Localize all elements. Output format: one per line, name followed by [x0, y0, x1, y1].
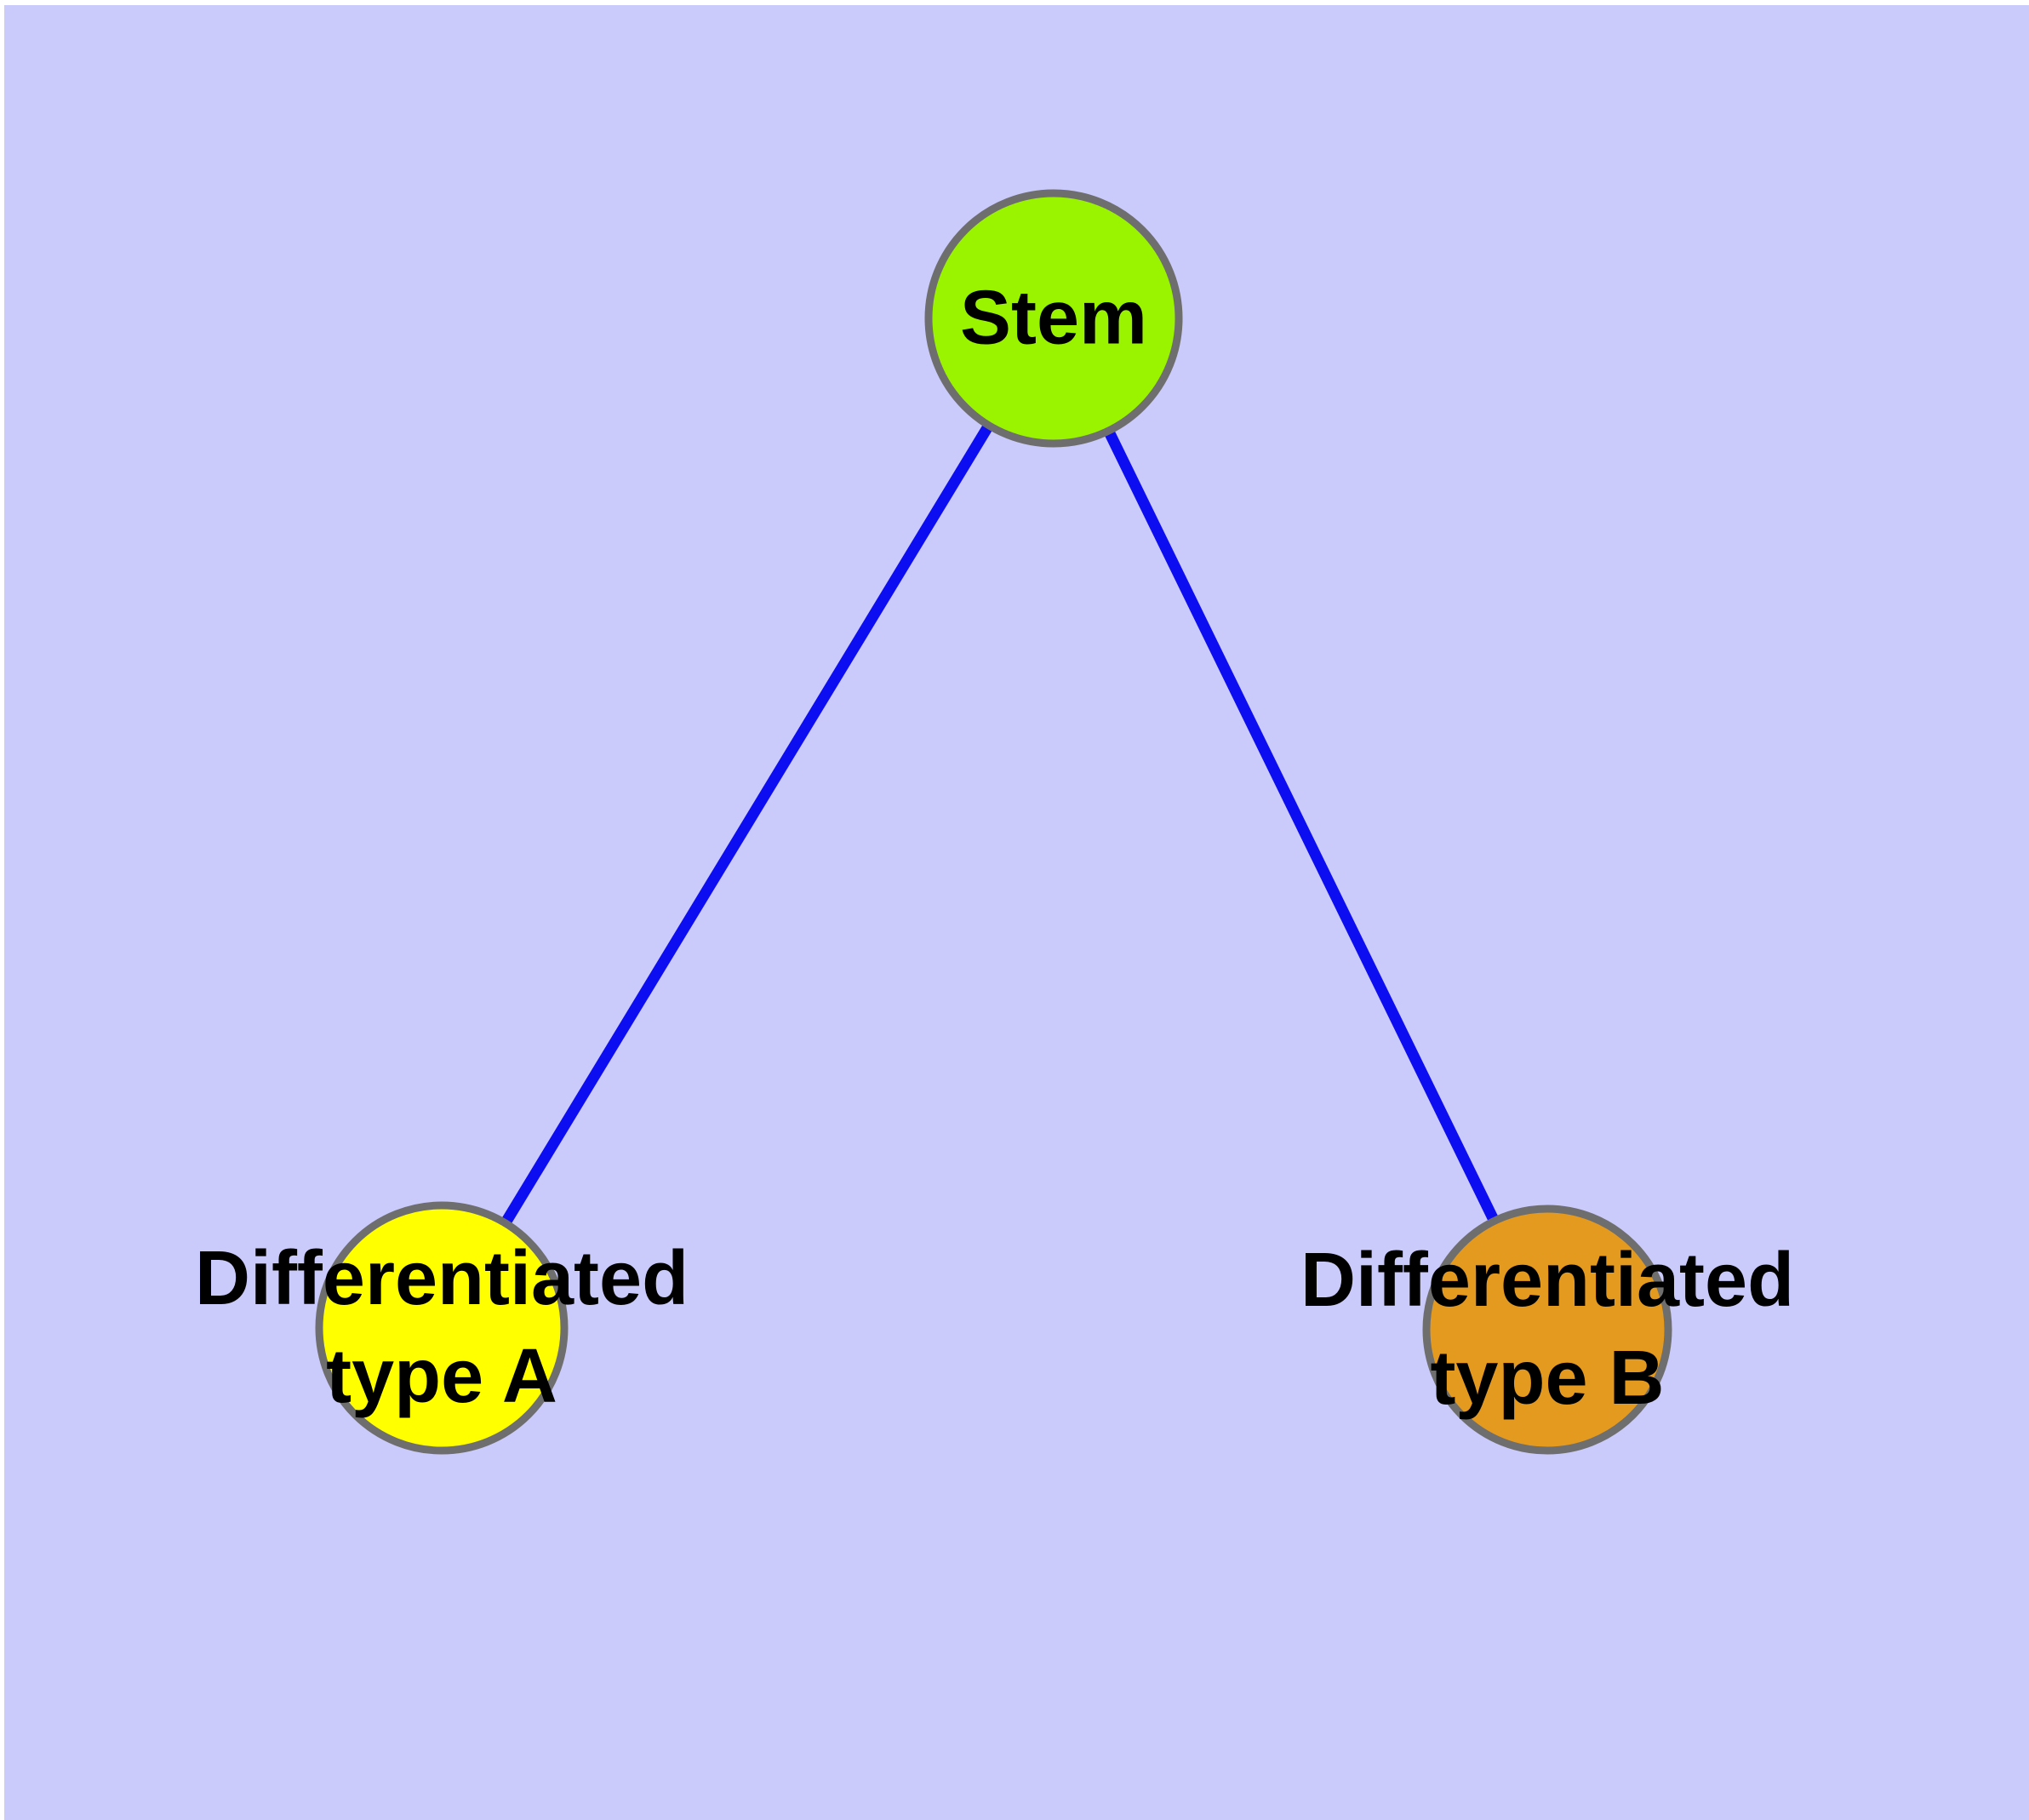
edge-stem-to-type-b: [1049, 316, 1552, 1332]
node-stem-circle: [924, 189, 1183, 448]
node-differentiated-type-b-circle: [1422, 1205, 1672, 1455]
node-differentiated-type-a-circle: [315, 1201, 569, 1455]
edge-stem-to-type-a: [437, 315, 1059, 1331]
